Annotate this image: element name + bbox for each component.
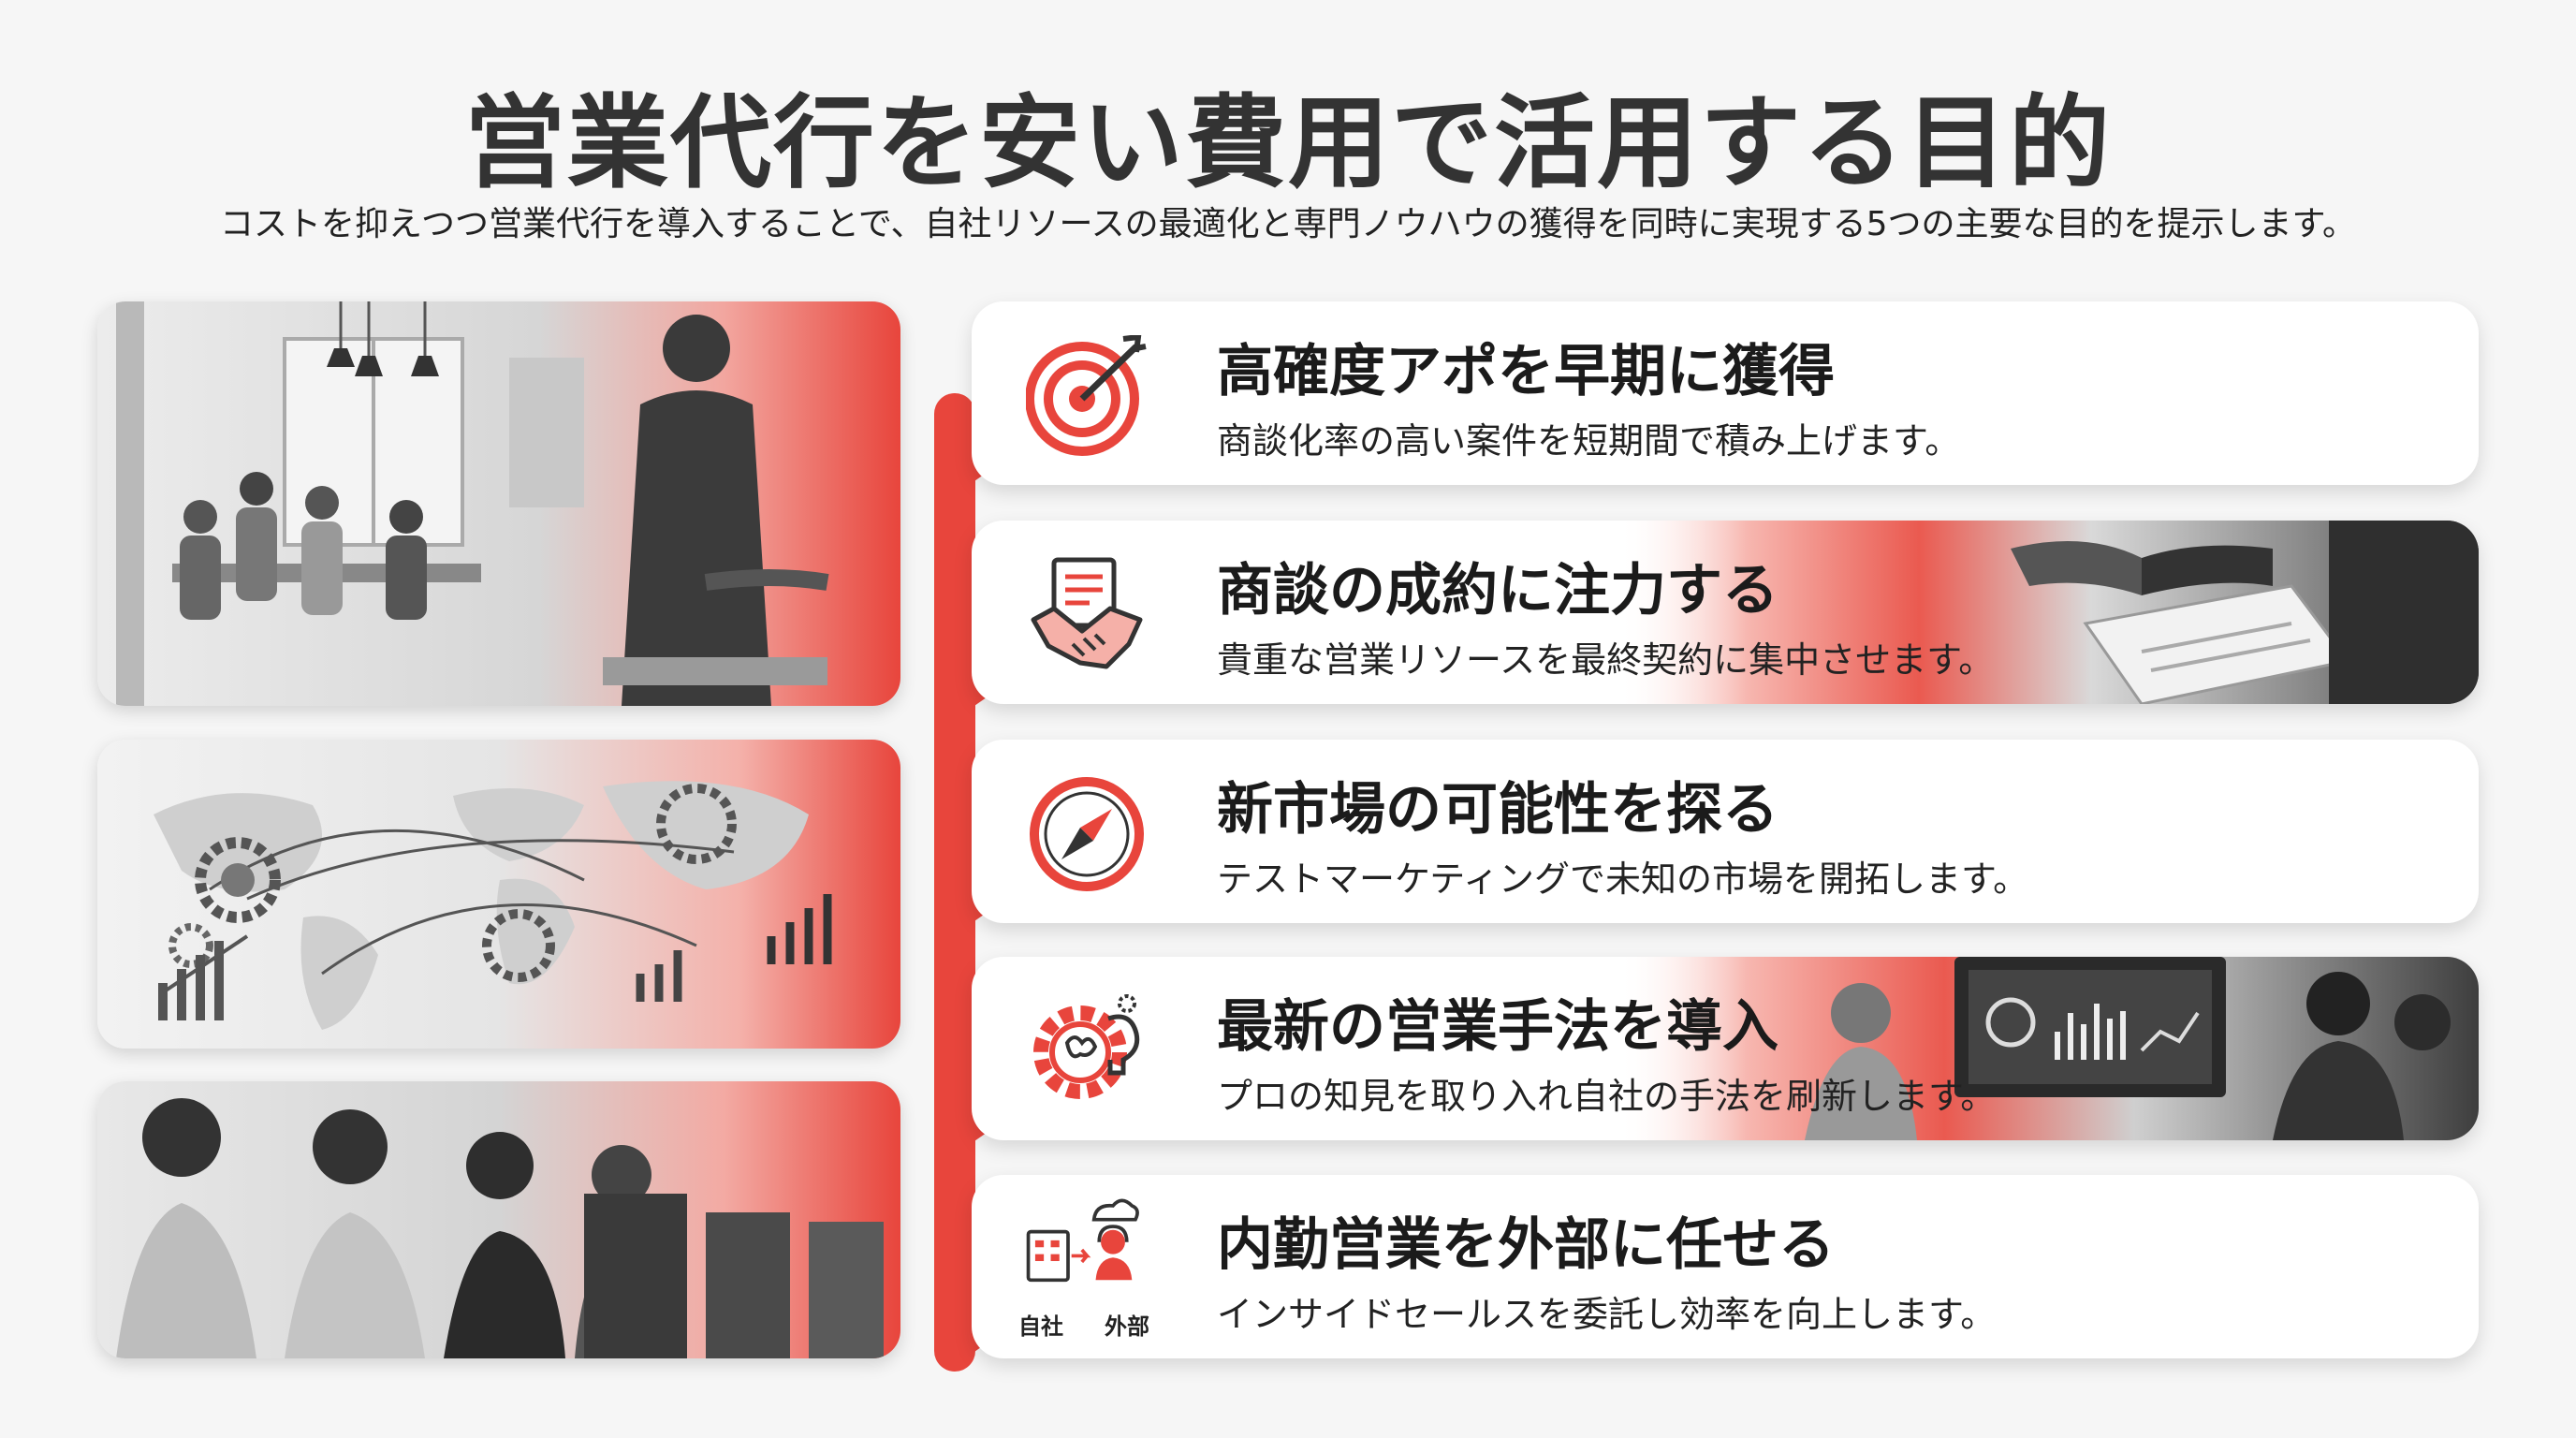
outsourcing-icon xyxy=(1026,1198,1139,1283)
purpose-card-1: 高確度アポを早期に獲得 商談化率の高い案件を短期間で積み上げます。 xyxy=(972,301,2479,485)
purpose-description: インサイドセールスを委託し効率を向上します。 xyxy=(1217,1294,1997,1335)
contract-handshake-photo xyxy=(1617,521,2479,704)
target-icon xyxy=(1026,335,1147,456)
purpose-title: 新市場の可能性を探る xyxy=(1217,777,1778,843)
compass-icon xyxy=(1030,777,1144,891)
purpose-card-2: 商談の成約に注力する 貴重な営業リソースを最終契約に集中させます。 xyxy=(972,521,2479,704)
purpose-card-3: 新市場の可能性を探る テストマーケティングで未知の市場を開拓します。 xyxy=(972,740,2479,923)
external-label: 外部 xyxy=(1105,1313,1149,1340)
purpose-card-5: 自社 外部 内勤営業を外部に任せる インサイドセールスを委託し効率を向上します。 xyxy=(972,1175,2479,1358)
page-title: 営業代行を安い費用で活用する目的 xyxy=(463,85,2112,202)
world-map-gears-illustration xyxy=(97,740,900,1049)
dashboard-meeting-photo xyxy=(1617,957,2479,1140)
handshake-contract-icon xyxy=(1031,557,1143,669)
purpose-description: 商談化率の高い案件を短期間で積み上げます。 xyxy=(1217,420,1961,462)
page-subtitle: コストを抑えつつ営業代行を導入することで、自社リソースの最適化と専門ノウハウの獲… xyxy=(220,205,2356,243)
purpose-title: 内勤営業を外部に任せる xyxy=(1217,1212,1835,1278)
gear-brain-icon xyxy=(1033,994,1140,1099)
purpose-title: 商談の成約に注力する xyxy=(1217,558,1778,624)
call-center-photo xyxy=(97,1081,900,1358)
purpose-description: テストマーケティングで未知の市場を開拓します。 xyxy=(1217,858,2029,900)
purpose-title: 高確度アポを早期に獲得 xyxy=(1217,339,1835,404)
purpose-title: 最新の営業手法を導入 xyxy=(1217,994,1778,1060)
purpose-description: 貴重な営業リソースを最終契約に集中させます。 xyxy=(1217,639,1995,681)
purpose-card-4: 最新の営業手法を導入 プロの知見を取り入れ自社の手法を刷新します。 xyxy=(972,957,2479,1140)
internal-label: 自社 xyxy=(1018,1313,1063,1340)
purpose-description: プロの知見を取り入れ自社の手法を刷新します。 xyxy=(1217,1076,1997,1117)
office-handshake-photo xyxy=(97,301,900,706)
